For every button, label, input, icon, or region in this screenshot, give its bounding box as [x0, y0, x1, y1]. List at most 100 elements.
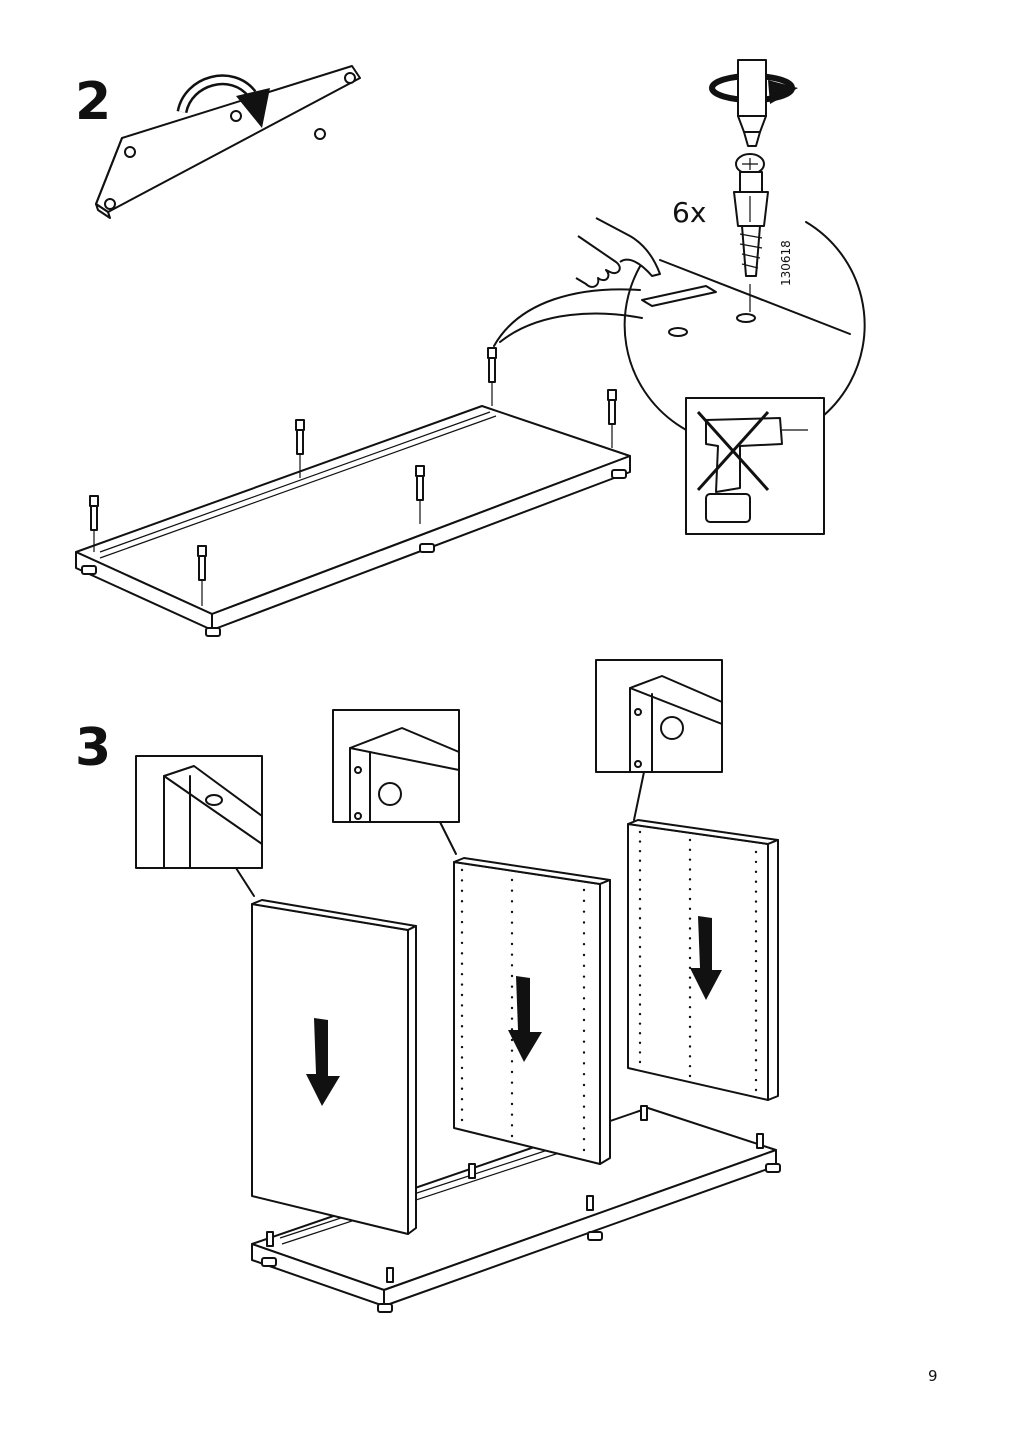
flip-arrow-icon — [176, 74, 270, 128]
shelf-pin-hole — [460, 1077, 464, 1080]
shelf-pin-hole — [582, 1051, 586, 1054]
shelf-pin-hole — [754, 999, 758, 1002]
shelf-pin-hole — [460, 1056, 464, 1059]
shelf-pin-hole — [638, 1003, 642, 1006]
shelf-pin-hole — [510, 1038, 514, 1042]
shelf-pin-hole — [688, 956, 692, 960]
finger-press-icon — [575, 217, 661, 288]
shelf-pin-hole — [638, 907, 642, 910]
shelf-pin-hole — [460, 1087, 464, 1090]
shelf-pin-hole — [638, 964, 642, 968]
shelf-pin-hole — [510, 1006, 514, 1010]
shelf-pin-hole — [688, 937, 692, 940]
shelf-pin-hole — [754, 1029, 758, 1032]
shelf-pin-hole — [582, 1105, 586, 1108]
shelf-pin-hole — [582, 1007, 586, 1011]
shelf-pin-hole — [582, 921, 586, 924]
shelf-pin-hole — [754, 850, 758, 854]
shelf-pin-hole — [638, 878, 642, 882]
shelf-pin-hole — [688, 1064, 692, 1068]
shelf-pin-hole — [638, 1022, 642, 1025]
shelf-pin-hole — [510, 1134, 514, 1138]
step-2-number: 2 — [75, 72, 112, 132]
no-power-drill-icon — [685, 397, 825, 535]
detail-box-left — [135, 755, 263, 897]
shelf-pin-hole — [688, 848, 692, 852]
shelf-pin-hole — [510, 1017, 514, 1020]
shelf-pin-hole — [510, 889, 514, 892]
shelf-pin-hole — [510, 1124, 514, 1127]
shelf-pin-hole — [638, 1041, 642, 1045]
shelf-pin-hole — [510, 942, 514, 946]
shelf-pin-hole — [582, 1062, 586, 1065]
shelf-pin-hole — [638, 859, 642, 862]
dowel — [487, 347, 497, 406]
part-number-label: 130618 — [779, 240, 793, 286]
shelf-pin-hole — [460, 1108, 464, 1111]
shelf-pin-hole — [460, 910, 464, 913]
shelf-pin-hole — [754, 989, 758, 993]
shelf-pin-hole — [688, 927, 692, 930]
shelf-pin-hole — [510, 878, 514, 882]
right-side-panel — [627, 819, 779, 1101]
shelf-pin-hole — [510, 1102, 514, 1106]
step-3-number: 3 — [75, 718, 112, 778]
shelf-pin-hole — [638, 897, 642, 901]
shelf-pin-hole — [582, 953, 586, 957]
shelf-pin-hole — [754, 890, 758, 893]
shelf-pin-hole — [460, 868, 464, 872]
shelf-pin-hole — [510, 1113, 514, 1116]
shelf-pin-hole — [688, 878, 692, 881]
shelf-pin-hole — [638, 830, 642, 834]
quantity-label: 6x — [672, 196, 706, 229]
shelf-pin-hole — [688, 976, 692, 979]
shelf-pin-hole — [688, 1045, 692, 1048]
shelf-pin-hole — [510, 953, 514, 956]
shelf-pin-hole — [688, 897, 692, 901]
shelf-pin-hole — [754, 1068, 758, 1072]
callout-line — [493, 288, 641, 347]
shelf-pin-hole — [582, 1083, 586, 1087]
shelf-pin-hole — [510, 910, 514, 914]
shelf-pin-hole — [754, 949, 758, 953]
shelf-pin-hole — [688, 1074, 692, 1078]
shelf-pin-hole — [582, 910, 586, 913]
shelf-pin-hole — [688, 996, 692, 999]
shelf-pin-hole — [754, 1009, 758, 1012]
shelf-pin-hole — [688, 1055, 692, 1058]
shelf-pin-hole — [638, 1060, 642, 1064]
shelf-pin-hole — [460, 1097, 464, 1101]
shelf-pin-hole — [510, 1049, 514, 1052]
shelf-pin-hole — [688, 858, 692, 861]
shelf-pin-hole — [582, 1072, 586, 1076]
shelf-pin-hole — [638, 917, 642, 920]
shelf-pin-hole — [754, 1059, 758, 1062]
page-number: 9 — [928, 1367, 938, 1385]
shelf-pin-hole — [460, 1066, 464, 1070]
shelf-pin-hole — [510, 932, 514, 935]
shelf-pin-hole — [638, 926, 642, 930]
dowel — [295, 419, 305, 478]
shelf-pin-hole — [582, 975, 586, 978]
shelf-pin-hole — [460, 941, 464, 945]
shelf-pin-hole — [582, 986, 586, 989]
shelf-pin-hole — [510, 921, 514, 924]
shelf-pin-hole — [688, 1015, 692, 1019]
shelf-pin-hole — [754, 1019, 758, 1022]
shelf-pin-hole — [582, 932, 586, 935]
cam-dowel-large — [733, 153, 769, 312]
shelf-pin-holes — [460, 830, 758, 1152]
shelf-pin-hole — [754, 880, 758, 883]
shelf-pin-hole — [582, 1094, 586, 1098]
shelf-pin-hole — [460, 972, 464, 976]
shelf-pin-hole — [460, 962, 464, 965]
shelf-pin-hole — [688, 838, 692, 842]
shelf-pin-hole — [754, 930, 758, 933]
shelf-pin-hole — [582, 997, 586, 1000]
shelf-pin-hole — [510, 1081, 514, 1084]
cam-dowel-set — [89, 347, 617, 606]
base-panel-bottom — [251, 1107, 781, 1313]
shelf-pin-hole — [510, 974, 514, 978]
shelf-pin-hole — [754, 1049, 758, 1052]
